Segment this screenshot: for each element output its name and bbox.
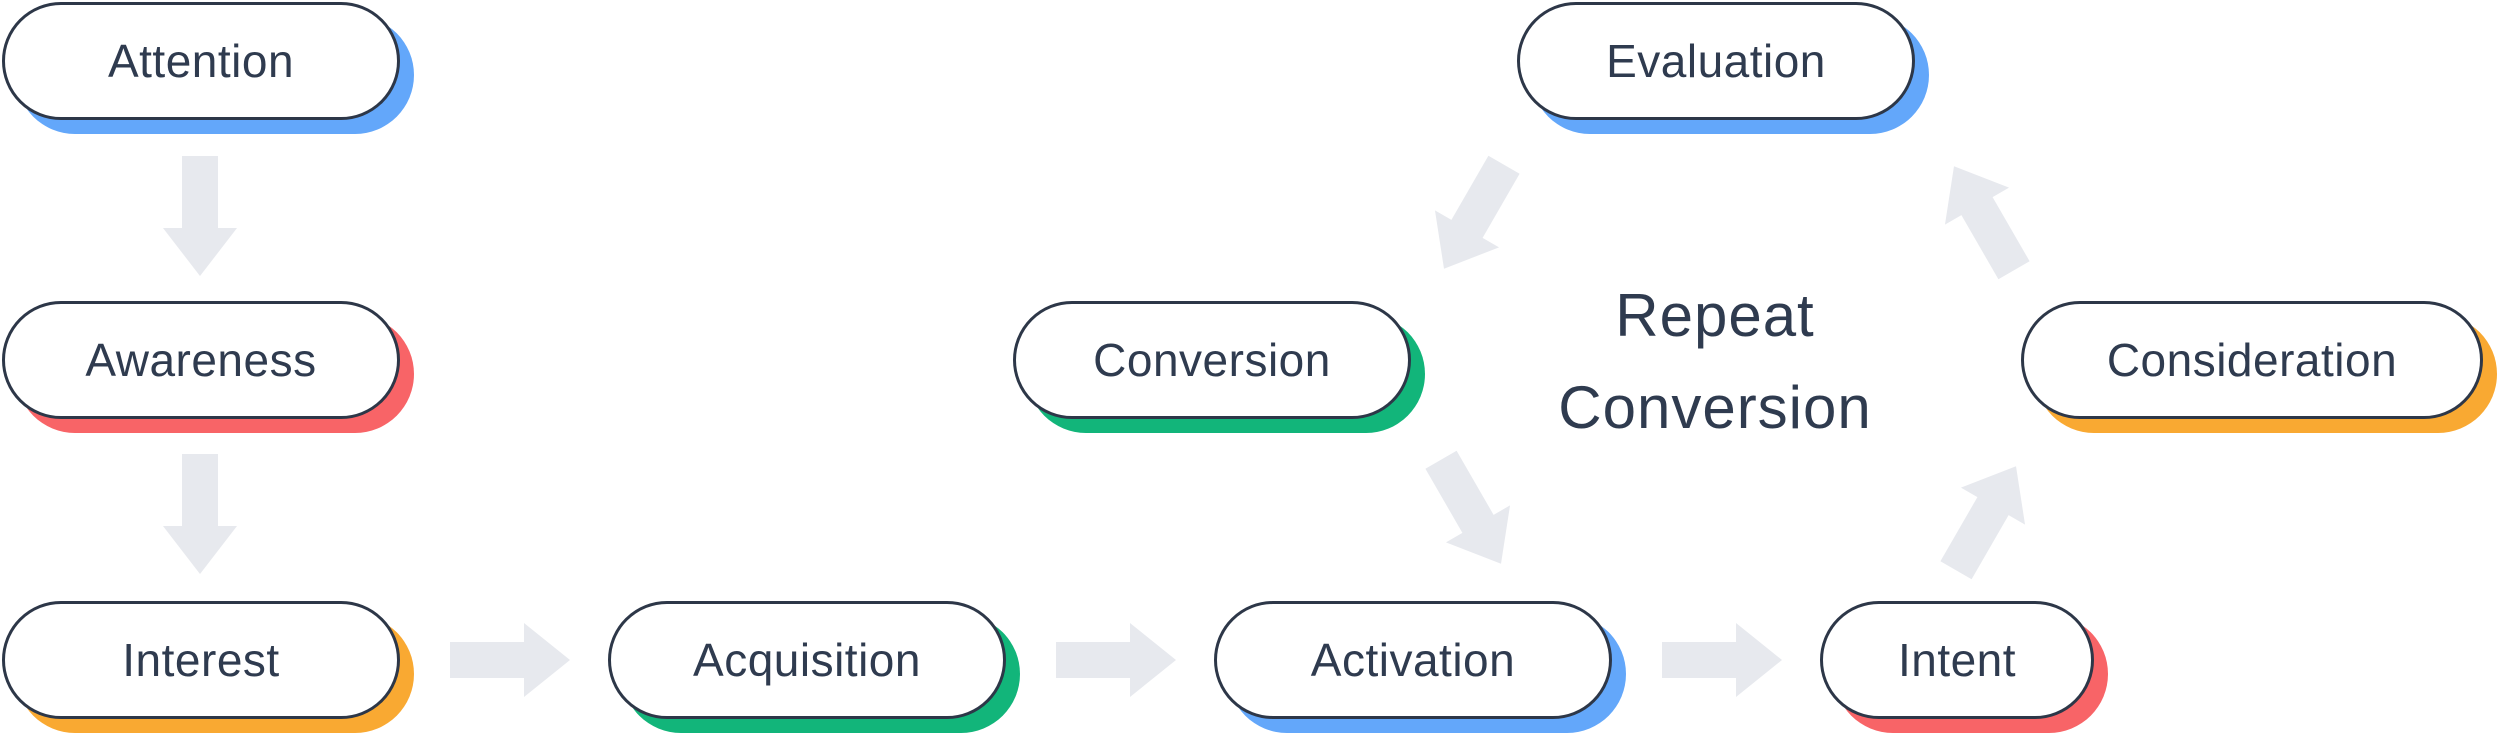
arrow-conversion-to-activation [1425,450,1511,564]
node-label: Evaluation [1517,2,1915,120]
node-consideration: Consideration [2021,301,2497,433]
node-interest: Interest [2,601,414,733]
node-label: Interest [2,601,400,719]
center-label-line-1: Repeat [1615,282,1815,349]
repeat-conversion-label: Repeat Conversion [1460,270,1970,454]
arrow-interest-to-acquisition [450,623,570,697]
arrow-consideration-to-evaluation [1944,166,2030,280]
node-activation: Activation [1214,601,1626,733]
node-evaluation: Evaluation [1517,2,1929,134]
center-label-line-2: Conversion [1558,374,1872,441]
node-label: Awareness [2,301,400,419]
arrow-awareness-to-interest [163,454,237,574]
arrow-attention-to-awareness [163,156,237,276]
arrow-evaluation-to-conversion [1434,155,1520,269]
arrow-activation-to-intent [1662,623,1782,697]
node-label: Attention [2,2,400,120]
node-label: Activation [1214,601,1612,719]
node-label: Intent [1820,601,2094,719]
node-label: Conversion [1013,301,1411,419]
node-awareness: Awareness [2,301,414,433]
arrow-acquisition-to-activation [1056,623,1176,697]
node-conversion: Conversion [1013,301,1425,433]
arrow-intent-to-consideration [1940,466,2026,580]
node-label: Acquisition [608,601,1006,719]
node-attention: Attention [2,2,414,134]
node-acquisition: Acquisition [608,601,1020,733]
node-intent: Intent [1820,601,2108,733]
node-label: Consideration [2021,301,2483,419]
